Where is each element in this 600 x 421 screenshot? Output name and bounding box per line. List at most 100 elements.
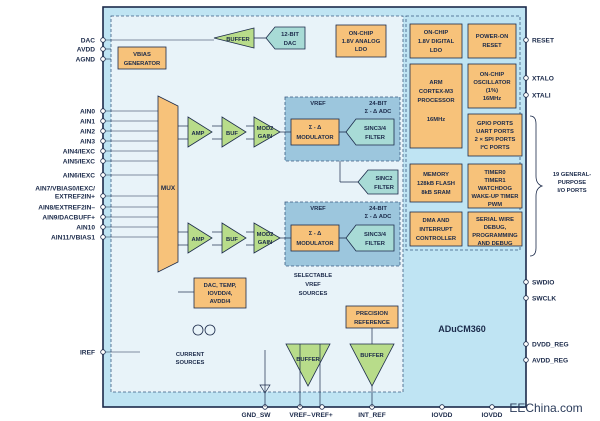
- ground-switch-symbol: [259, 384, 271, 394]
- dma-interrupt-block: [409, 211, 463, 247]
- current-source-1: [192, 324, 204, 336]
- adc2-sinc-label-1: SINC3/4: [364, 232, 387, 238]
- oscillator-block: [467, 63, 517, 109]
- precision-ref-label-2: REFERENCE: [354, 320, 390, 326]
- amp1-label: AMP: [192, 131, 205, 137]
- sinc2-filter: [357, 169, 399, 195]
- pin-dot: [100, 148, 106, 154]
- left-pin-label: AVDD: [77, 46, 95, 53]
- pin-dot: [523, 295, 529, 301]
- adc1-sinc34-filter: [345, 118, 395, 146]
- current-sources-label-2: SOURCES: [176, 360, 205, 366]
- left-pin-label: DAC: [81, 37, 96, 44]
- mod2-gain2-triangle: [253, 222, 281, 254]
- left-pin-label: EXTREF2IN+: [55, 193, 95, 200]
- memory-label-3: 8kB SRAM: [421, 190, 450, 196]
- vbias-label-1: VBIAS: [133, 52, 151, 58]
- adc1-vref-label: VREF: [310, 101, 326, 107]
- timers-label-1: TIMER0: [484, 170, 505, 176]
- pin-dot: [100, 56, 106, 62]
- gpio-count-label-3: I/O PORTS: [557, 188, 586, 194]
- digital-ldo-label-3: LDO: [430, 48, 443, 54]
- adc2-sinc34-filter: [345, 224, 395, 252]
- left-pin-label: IREF: [80, 349, 95, 356]
- memory-label-1: MEMORY: [423, 172, 449, 178]
- pin-dot: [100, 172, 106, 178]
- dac-temp-label-3: AVDD/4: [210, 299, 232, 305]
- bottom-pin-label: IOVDD: [482, 412, 503, 419]
- selectable-label-1: SELECTABLE: [294, 273, 332, 279]
- right-pin-label: AVDD_REG: [532, 357, 568, 364]
- dma-label-2: INTERRUPT: [419, 227, 453, 233]
- por-label-2: RESET: [482, 43, 502, 49]
- timers-label-2: TIMER1: [484, 178, 506, 184]
- mod2-gain1-label-1: MOD2: [257, 126, 274, 132]
- adc2-modulator: [290, 224, 340, 252]
- pin-dot: [100, 204, 106, 210]
- vref-buffer-triangle: [285, 343, 331, 387]
- left-pin-label: AIN7/VBIAS0/IEXC/: [35, 185, 95, 192]
- left-pin-group: DACAVDDAGNDAIN0AIN1AIN2AIN3AIN4/IEXCAIN5…: [35, 37, 214, 356]
- power-on-reset-block: [467, 23, 517, 59]
- arm-processor-block: [409, 63, 463, 149]
- analog-ldo-label-2: 1.8V ANALOG: [342, 39, 381, 45]
- left-pin-label: AGND: [76, 56, 96, 63]
- pin-dot: [100, 158, 106, 164]
- dac-temp-block: [193, 277, 247, 309]
- arm-label-5: 16MHz: [427, 117, 445, 123]
- mod2-gain1-triangle: [253, 116, 281, 148]
- arm-label-1: ARM: [429, 80, 442, 86]
- pin-dot: [100, 224, 106, 230]
- bottom-pin-label: GND_SW: [242, 412, 272, 419]
- bottom-pin-label: VREF+: [311, 412, 333, 419]
- left-pin-label: AIN5/IEXC: [63, 158, 95, 165]
- pin-dot: [100, 234, 106, 240]
- right-pin-label: SWDIO: [532, 279, 554, 286]
- adc1-sinc-label-1: SINC3/4: [364, 126, 387, 132]
- dac-label-2: DAC: [284, 41, 297, 47]
- pin-dot: [523, 75, 529, 81]
- swd-label-4: AND DEBUG: [477, 241, 513, 247]
- pin-dot: [100, 37, 106, 43]
- chip-name: ADuCM360: [438, 324, 486, 334]
- buf1-triangle: [221, 116, 247, 148]
- pin-dot: [439, 404, 445, 410]
- adc2-mod-label-1: Σ - Δ: [309, 231, 322, 237]
- gpio-ports-block: [467, 113, 523, 157]
- buf2-triangle: [221, 222, 247, 254]
- analog-ldo-block: [335, 24, 387, 58]
- pin-dot: [100, 46, 106, 52]
- vref-buffer-label: BUFFER: [296, 357, 320, 363]
- pin-dot: [100, 128, 106, 134]
- adc2-vref-label: VREF: [310, 206, 326, 212]
- pin-dot: [523, 92, 529, 98]
- current-source-2: [204, 324, 216, 336]
- top-buffer-label: BUFFER: [226, 37, 250, 43]
- adc2-sinc-label-2: FILTER: [365, 241, 386, 247]
- adc2-mod-label-2: MODULATOR: [296, 241, 334, 247]
- left-pin-label: AIN9/DACBUFF+: [42, 214, 95, 221]
- pin-dot: [523, 279, 529, 285]
- right-pin-label: XTALI: [532, 92, 551, 99]
- left-pin-label: AIN0: [80, 108, 95, 115]
- por-label-1: POWER-ON: [476, 34, 509, 40]
- swd-label-2: DEBUG,: [484, 225, 507, 231]
- gpio-count-label-1: 19 GENERAL-: [553, 172, 591, 178]
- analog-ldo-label-1: ON-CHIP: [349, 31, 374, 37]
- adc1-title-2: Σ - Δ ADC: [365, 109, 393, 115]
- right-pin-label: XTALO: [532, 75, 554, 82]
- gpio-label-4: I²C PORTS: [480, 144, 509, 151]
- left-pin-label: AIN2: [80, 128, 95, 135]
- pin-dot: [100, 108, 106, 114]
- pin-dot: [489, 404, 495, 410]
- memory-label-2: 128kB FLASH: [417, 181, 455, 187]
- dac-temp-label-1: DAC, TEMP,: [204, 283, 237, 289]
- right-pin-label: RESET: [532, 37, 554, 44]
- timers-label-3: WATCHDOG: [478, 186, 513, 192]
- watermark-text: EEChina.com: [509, 401, 582, 415]
- gpio-bracket: [529, 115, 544, 257]
- osc-label-4: 16MHz: [483, 96, 501, 102]
- bottom-pin-label: VREF–: [289, 412, 311, 419]
- vbias-generator-block: [117, 46, 167, 70]
- sinc2-label-1: SINC2: [375, 176, 392, 182]
